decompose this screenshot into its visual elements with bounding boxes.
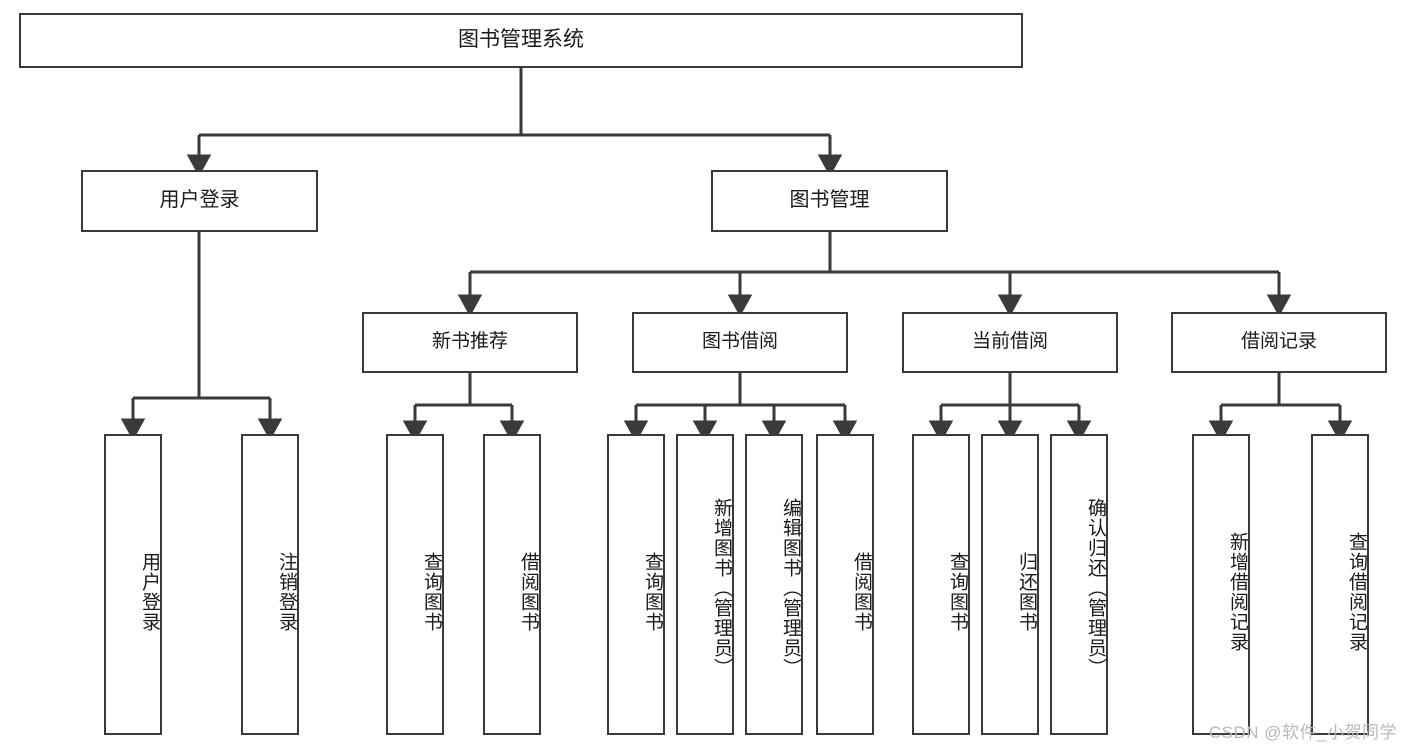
leaf-confirm-return-admin[interactable]: 确认归还（管理员） (1050, 434, 1108, 735)
leaf-edit-book-admin[interactable]: 编辑图书（管理员） (745, 434, 803, 735)
leaf-query-borrow-record[interactable]: 查询借阅记录 (1311, 434, 1369, 735)
node-borrow-record[interactable]: 借阅记录 (1171, 312, 1387, 373)
node-root-system[interactable]: 图书管理系统 (19, 13, 1023, 68)
node-label: 用户登录 (139, 551, 160, 632)
node-label: 注销登录 (276, 551, 297, 632)
node-label: 借阅图书 (851, 551, 872, 632)
node-label: 归还图书 (1016, 551, 1037, 632)
node-new-book-recommend[interactable]: 新书推荐 (362, 312, 578, 373)
leaf-query-book-current[interactable]: 查询图书 (912, 434, 970, 735)
node-label: 图书管理系统 (458, 28, 584, 52)
node-label: 当前借阅 (971, 331, 1048, 353)
node-label: 用户登录 (159, 189, 240, 212)
node-label: 新增借阅记录 (1227, 531, 1248, 652)
node-label: 图书借阅 (701, 331, 778, 353)
node-book-management[interactable]: 图书管理 (711, 170, 948, 232)
node-label: 新增图书（管理员） (711, 497, 732, 678)
node-book-borrow[interactable]: 图书借阅 (632, 312, 848, 373)
node-current-borrow[interactable]: 当前借阅 (902, 312, 1118, 373)
watermark: CSDN @软件_小贺同学 (1208, 723, 1397, 742)
leaf-add-borrow-record[interactable]: 新增借阅记录 (1192, 434, 1250, 735)
leaf-return-book[interactable]: 归还图书 (981, 434, 1039, 735)
node-label: 确认归还（管理员） (1085, 497, 1106, 678)
node-label: 查询图书 (421, 551, 442, 632)
leaf-user-login[interactable]: 用户登录 (104, 434, 162, 735)
node-label: 编辑图书（管理员） (780, 497, 801, 678)
leaf-borrow-book[interactable]: 借阅图书 (816, 434, 874, 735)
node-label: 图书管理 (789, 189, 870, 212)
node-label: 查询图书 (947, 551, 968, 632)
node-user-login[interactable]: 用户登录 (81, 170, 318, 232)
node-label: 借阅记录 (1240, 331, 1317, 353)
leaf-logout[interactable]: 注销登录 (241, 434, 299, 735)
node-label: 查询借阅记录 (1346, 531, 1367, 652)
leaf-query-book-recommend[interactable]: 查询图书 (386, 434, 444, 735)
leaf-add-book-admin[interactable]: 新增图书（管理员） (676, 434, 734, 735)
node-label: 新书推荐 (431, 331, 508, 353)
leaf-borrow-book-recommend[interactable]: 借阅图书 (483, 434, 541, 735)
node-label: 借阅图书 (518, 551, 539, 632)
leaf-query-book-borrow[interactable]: 查询图书 (607, 434, 665, 735)
node-label: 查询图书 (642, 551, 663, 632)
